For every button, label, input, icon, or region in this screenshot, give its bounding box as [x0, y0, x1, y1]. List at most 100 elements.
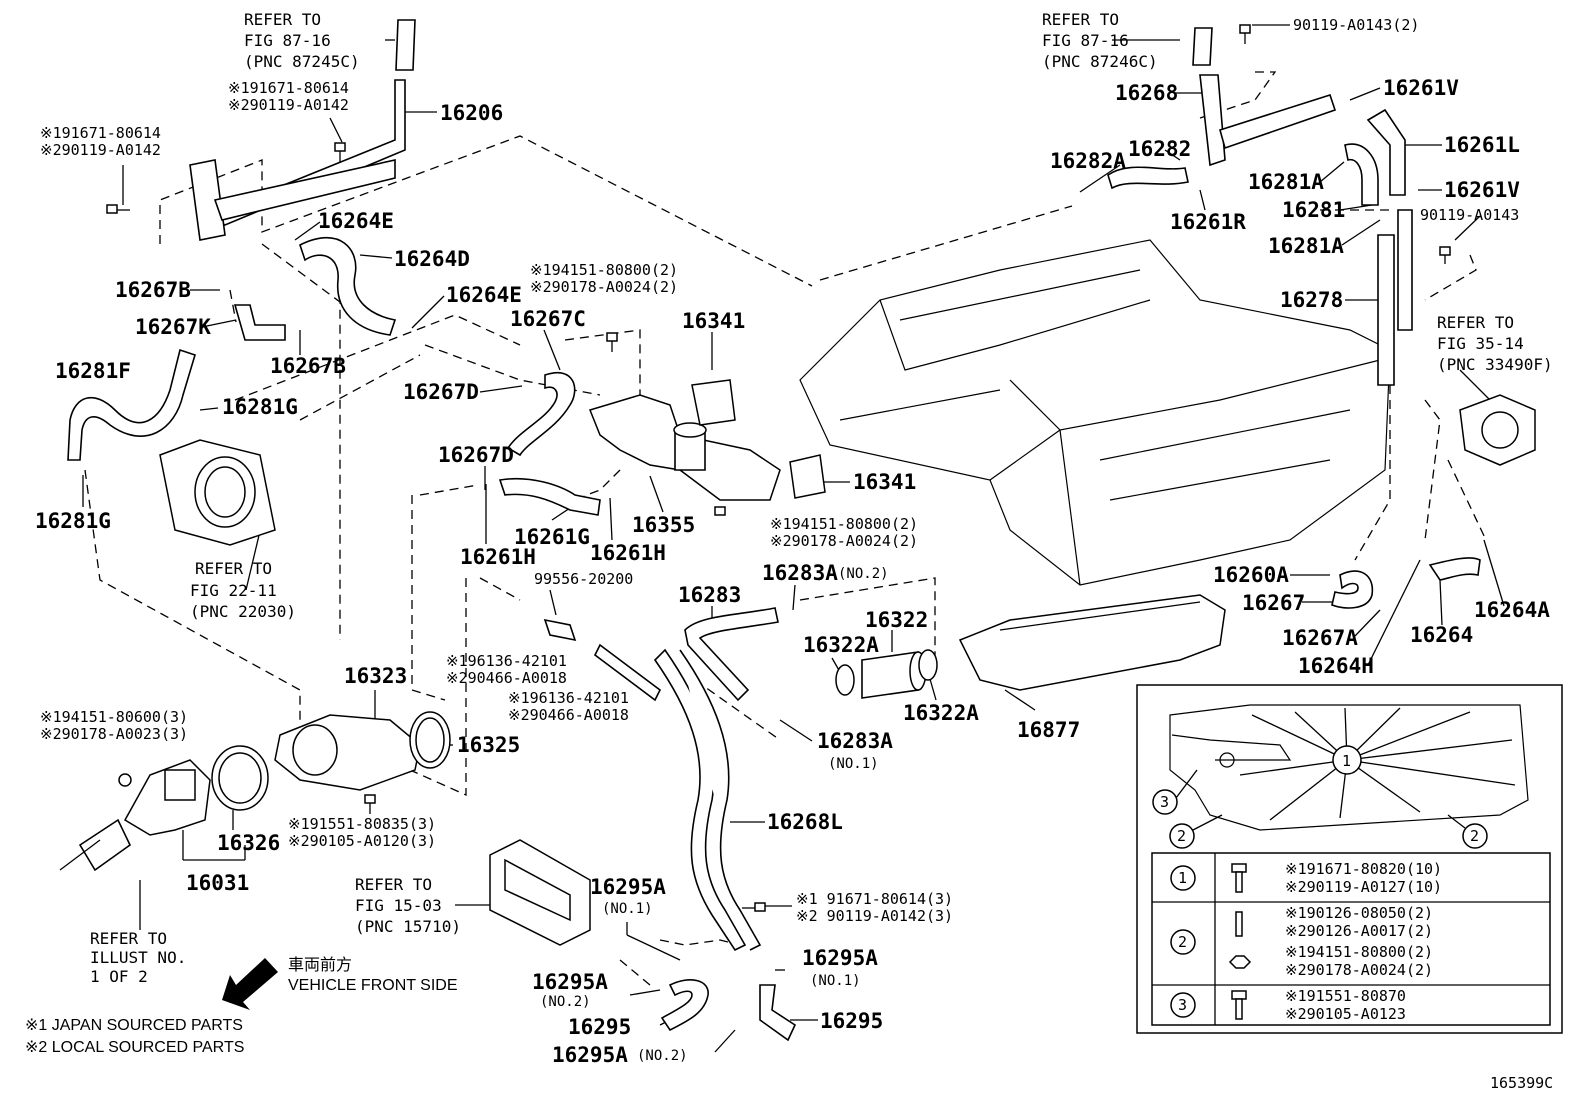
- table-row: 3 ※191551-80870 ※290105-A0123: [1170, 987, 1406, 1023]
- label-16261H: 16261H: [460, 545, 536, 569]
- front-arrow-icon: [222, 958, 278, 1010]
- label-16295: 16295: [568, 1015, 631, 1039]
- label-16264A: 16264A: [1474, 598, 1550, 622]
- refer-line: REFER TO: [355, 875, 432, 894]
- label-16268: 16268: [1115, 81, 1178, 105]
- label-16323: 16323: [344, 664, 407, 688]
- pipe-16283: [684, 607, 779, 702]
- bolt-icon: [1439, 246, 1451, 264]
- refer-line: FIG 35-14: [1437, 334, 1524, 353]
- refer-87-16-left: REFER TO FIG 87-16 (PNC 87245C): [244, 10, 360, 71]
- bolt-note: ※290178-A0024(2): [530, 278, 678, 296]
- bolt-icon: [742, 902, 766, 912]
- label-16322: 16322: [865, 608, 928, 632]
- hose-16264D: [299, 236, 397, 336]
- label-16268L: 16268L: [767, 810, 843, 834]
- label-16282A: 16282A: [1050, 149, 1126, 173]
- legend-local: ※2 LOCAL SOURCED PARTS: [25, 1039, 244, 1056]
- label-16267: 16267: [1242, 591, 1305, 615]
- leader-lines: [82, 24, 1505, 1053]
- pipe-16206: [189, 19, 416, 241]
- table-cell: ※290126-A0017(2): [1285, 922, 1433, 940]
- pipe-16322: [835, 649, 938, 699]
- front-label-en: VEHICLE FRONT SIDE: [288, 977, 458, 994]
- label-16206: 16206: [440, 101, 503, 125]
- hose-16261L: [1366, 108, 1406, 196]
- refer-notes: REFER TO FIG 87-16 (PNC 87245C) REFER TO…: [90, 10, 1553, 986]
- bolt-icon: [364, 794, 376, 814]
- label-16341: 16341: [853, 470, 916, 494]
- oil-cooler-15710: [489, 839, 591, 946]
- bolt-note: ※1 91671-80614(3): [796, 890, 953, 908]
- label-16261V: 16261V: [1444, 178, 1520, 202]
- table-cell: ※191551-80870: [1285, 987, 1406, 1005]
- refer-line: REFER TO: [195, 559, 272, 578]
- bolt-icons: [106, 24, 1451, 912]
- label-16267B: 16267B: [270, 354, 346, 378]
- label-16261H: 16261H: [590, 541, 666, 565]
- refer-line: FIG 15-03: [355, 896, 442, 915]
- hose-16261G: [498, 477, 601, 516]
- oil-filter-bracket-33490: [1459, 394, 1536, 466]
- label-16281G: 16281G: [35, 509, 111, 533]
- refer-line: REFER TO: [244, 10, 321, 29]
- label-16261L: 16261L: [1444, 133, 1520, 157]
- hose-16295-left: [660, 979, 709, 1032]
- bolt-note: ※2 90119-A0142(3): [796, 907, 953, 925]
- hose-99556: [543, 618, 662, 702]
- table-cell: ※190126-08050(2): [1285, 904, 1433, 922]
- table-cell: ※191671-80820(10): [1285, 860, 1442, 878]
- nut-icon: [1228, 955, 1252, 969]
- hose-16264-right: [1428, 557, 1481, 581]
- sourcing-legend: ※1 JAPAN SOURCED PARTS ※2 LOCAL SOURCED …: [25, 1017, 244, 1056]
- label-16295A: 16295A: [590, 875, 666, 899]
- callout-1: 1: [1342, 752, 1351, 770]
- bolt-note: ※194151-80800(2): [530, 261, 678, 279]
- callout-2: 2: [1470, 827, 1479, 845]
- refer-line: (PNC 33490F): [1437, 355, 1553, 374]
- hose-16281F: [67, 348, 196, 461]
- label-16281G: 16281G: [222, 395, 298, 419]
- refer-15-03: REFER TO FIG 15-03 (PNC 15710): [355, 875, 461, 936]
- refer-illust: REFER TO ILLUST NO. 1 OF 2: [90, 929, 186, 986]
- label-16283A: 16283A: [817, 729, 893, 753]
- label-16295A: 16295A: [802, 946, 878, 970]
- label-16341: 16341: [682, 309, 745, 333]
- label-16295A: 16295A: [552, 1043, 628, 1067]
- bolt-note: ※194151-80800(2): [770, 515, 918, 533]
- label-16877: 16877: [1017, 718, 1080, 742]
- label-16267C: 16267C: [510, 307, 586, 331]
- water-outlet-16355: [588, 394, 781, 501]
- table-cell: ※290119-A0127(10): [1285, 878, 1442, 896]
- label-16281F: 16281F: [55, 359, 131, 383]
- pipe-16278: [1377, 209, 1413, 386]
- label-90119-A0143: 90119-A0143: [1420, 206, 1519, 224]
- bolt-notes: ※191671-80614 ※290119-A0142 ※191671-8061…: [40, 79, 953, 925]
- label-16261G: 16261G: [514, 525, 590, 549]
- note-no1: (NO.1): [810, 973, 861, 989]
- throttle-body: [159, 439, 276, 546]
- label-16322A: 16322A: [803, 633, 879, 657]
- bolt-note: ※191551-80835(3): [288, 815, 436, 833]
- table-row: 2 ※190126-08050(2) ※290126-A0017(2) ※194…: [1170, 904, 1433, 979]
- bolt-note: ※290119-A0142: [40, 141, 161, 159]
- engine-block: [799, 239, 1391, 586]
- refer-line: (PNC 22030): [190, 602, 296, 621]
- stud-icon: [1235, 911, 1243, 937]
- gasket-16341-top: [691, 379, 736, 426]
- label-16281: 16281: [1282, 198, 1345, 222]
- callout-3: 3: [1160, 793, 1169, 811]
- bolt-icon: [106, 204, 130, 214]
- label-16261R: 16261R: [1170, 210, 1246, 234]
- bolt-note: ※290466-A0018: [446, 669, 567, 687]
- refer-line: (PNC 87245C): [244, 52, 360, 71]
- pipe-16268L: [653, 648, 762, 952]
- label-16295: 16295: [820, 1009, 883, 1033]
- bolt-note: ※191671-80614: [228, 79, 349, 97]
- bolt-icon: [1239, 24, 1251, 44]
- bolt-icon: [1231, 990, 1247, 1020]
- refer-35-14: REFER TO FIG 35-14 (PNC 33490F): [1437, 313, 1553, 374]
- label-90119-A0143-2: 90119-A0143(2): [1293, 16, 1419, 34]
- hose-16295-right: [759, 984, 797, 1042]
- gasket-16341-bottom: [789, 454, 826, 499]
